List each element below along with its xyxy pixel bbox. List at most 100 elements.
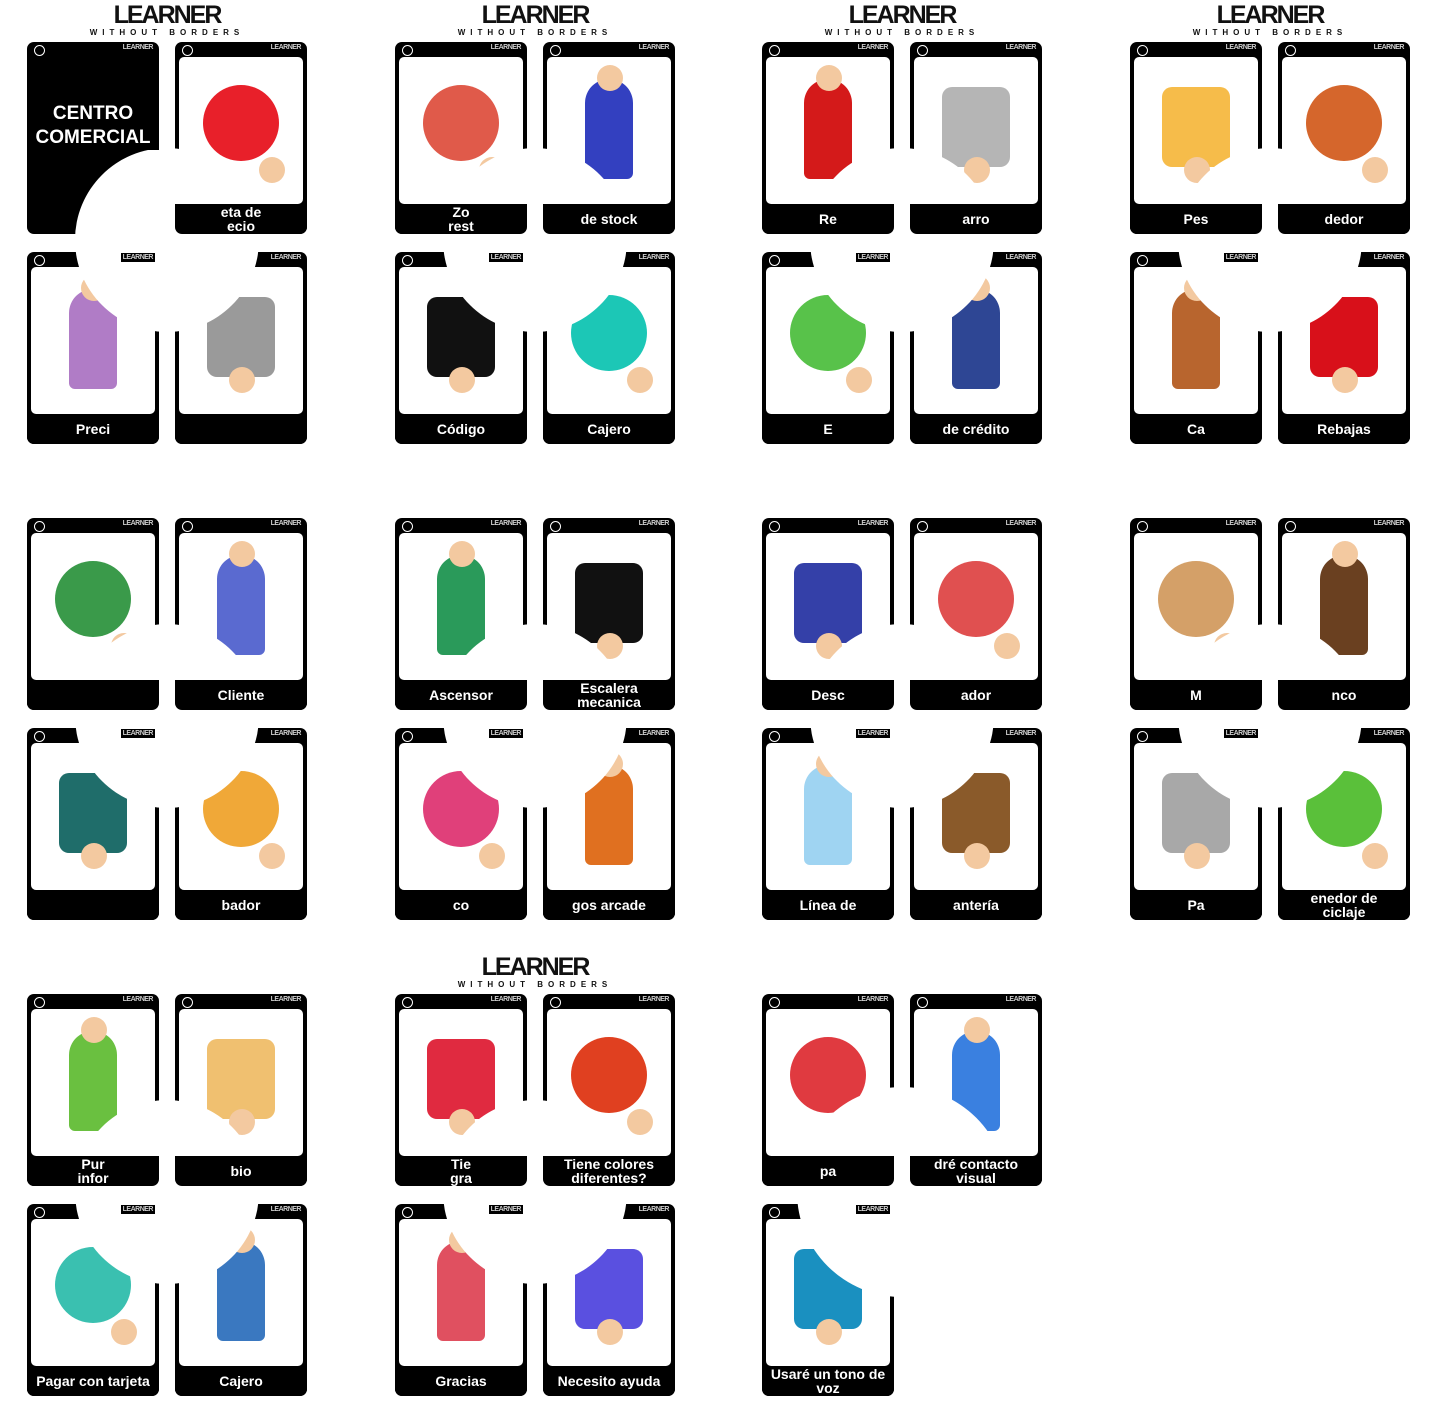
paint-colors-icon	[571, 1037, 647, 1113]
illustration-detail	[229, 367, 255, 393]
flashcard[interactable]: LEARNER co	[395, 728, 527, 920]
card-hole-icon	[1285, 255, 1296, 266]
logo-subtitle: WITHOUT BORDERS	[1192, 28, 1348, 37]
card-label: Cajero	[175, 1366, 307, 1396]
card-hole-icon	[917, 521, 928, 532]
card-mini-logo: LEARNER	[268, 519, 303, 528]
card-illustration	[1282, 57, 1406, 204]
card-label: de stock	[543, 204, 675, 234]
card-hole-icon	[402, 45, 413, 56]
illustration-detail	[1332, 541, 1358, 567]
illustration-detail	[479, 843, 505, 869]
card-label: gos arcade	[543, 890, 675, 920]
card-hole-icon	[917, 997, 928, 1008]
logo-title: LEARNER	[481, 953, 591, 981]
logo-subtitle: WITHOUT BORDERS	[89, 28, 245, 37]
size-tags-icon	[427, 1039, 495, 1119]
flashcard[interactable]: LEARNER	[27, 518, 159, 710]
card-hole-icon	[182, 997, 193, 1008]
card-label: Rebajas	[1278, 414, 1410, 444]
card-hole-icon	[1285, 731, 1296, 742]
card-hole-icon	[1137, 731, 1148, 742]
card-hole-icon	[550, 255, 561, 266]
discount-gift-icon	[794, 563, 862, 643]
white-occluder	[810, 148, 994, 332]
illustration-detail	[1362, 843, 1388, 869]
illustration-detail	[81, 843, 107, 869]
card-hole-icon	[1137, 45, 1148, 56]
card-hole-icon	[1137, 255, 1148, 266]
card-label: Ascensor	[395, 680, 527, 710]
card-hole-icon	[550, 731, 561, 742]
shopping-cart-icon	[942, 87, 1010, 167]
card-hole-icon	[34, 45, 45, 56]
card-mini-logo: LEARNER	[488, 1205, 523, 1214]
illustration-detail	[1332, 367, 1358, 393]
illustration-detail	[627, 367, 653, 393]
card-mini-logo: LEARNER	[636, 995, 671, 1004]
card-label: Tiene colores diferentes?	[543, 1156, 675, 1186]
card-label: Gracias	[395, 1366, 527, 1396]
card-hole-icon	[550, 521, 561, 532]
card-label: Tie gra	[395, 1156, 527, 1186]
card-hole-icon	[182, 255, 193, 266]
card-mini-logo: LEARNER	[1371, 43, 1406, 52]
gift-icon	[804, 79, 852, 179]
illustration-detail	[259, 157, 285, 183]
card-illustration	[547, 743, 671, 890]
card-label: Pes	[1130, 204, 1262, 234]
card-hole-icon	[402, 1207, 413, 1218]
flashcard[interactable]: LEARNER dedor	[1278, 42, 1410, 234]
logo-title: LEARNER	[848, 1, 958, 29]
logo-title: LEARNER	[481, 1, 591, 29]
card-hole-icon	[769, 997, 780, 1008]
card-label: co	[395, 890, 527, 920]
card-hole-icon	[917, 45, 928, 56]
illustration-detail	[627, 1109, 653, 1135]
card-hole-icon	[917, 255, 928, 266]
illustration-detail	[994, 633, 1020, 659]
card-mini-logo: LEARNER	[1371, 729, 1406, 738]
card-label: nco	[1278, 680, 1410, 710]
card-mini-logo: LEARNER	[488, 729, 523, 738]
card-label: dedor	[1278, 204, 1410, 234]
change-coins-icon	[207, 1039, 275, 1119]
card-mini-logo: LEARNER	[268, 729, 303, 738]
card-mini-logo: LEARNER	[636, 729, 671, 738]
card-hole-icon	[769, 1207, 780, 1218]
flashcard[interactable]: LEARNER gos arcade	[543, 728, 675, 920]
flashcard[interactable]: LEARNER Tiene colores diferentes?	[543, 994, 675, 1186]
illustration-detail	[229, 541, 255, 567]
card-label: Usaré un tono de voz	[762, 1366, 894, 1396]
card-hole-icon	[1285, 521, 1296, 532]
card-hole-icon	[34, 1207, 45, 1218]
card-hole-icon	[182, 1207, 193, 1218]
card-mini-logo: LEARNER	[855, 729, 890, 738]
white-occluder	[797, 1087, 1007, 1297]
card-label: Zo rest	[395, 204, 527, 234]
card-mini-logo: LEARNER	[1371, 253, 1406, 262]
